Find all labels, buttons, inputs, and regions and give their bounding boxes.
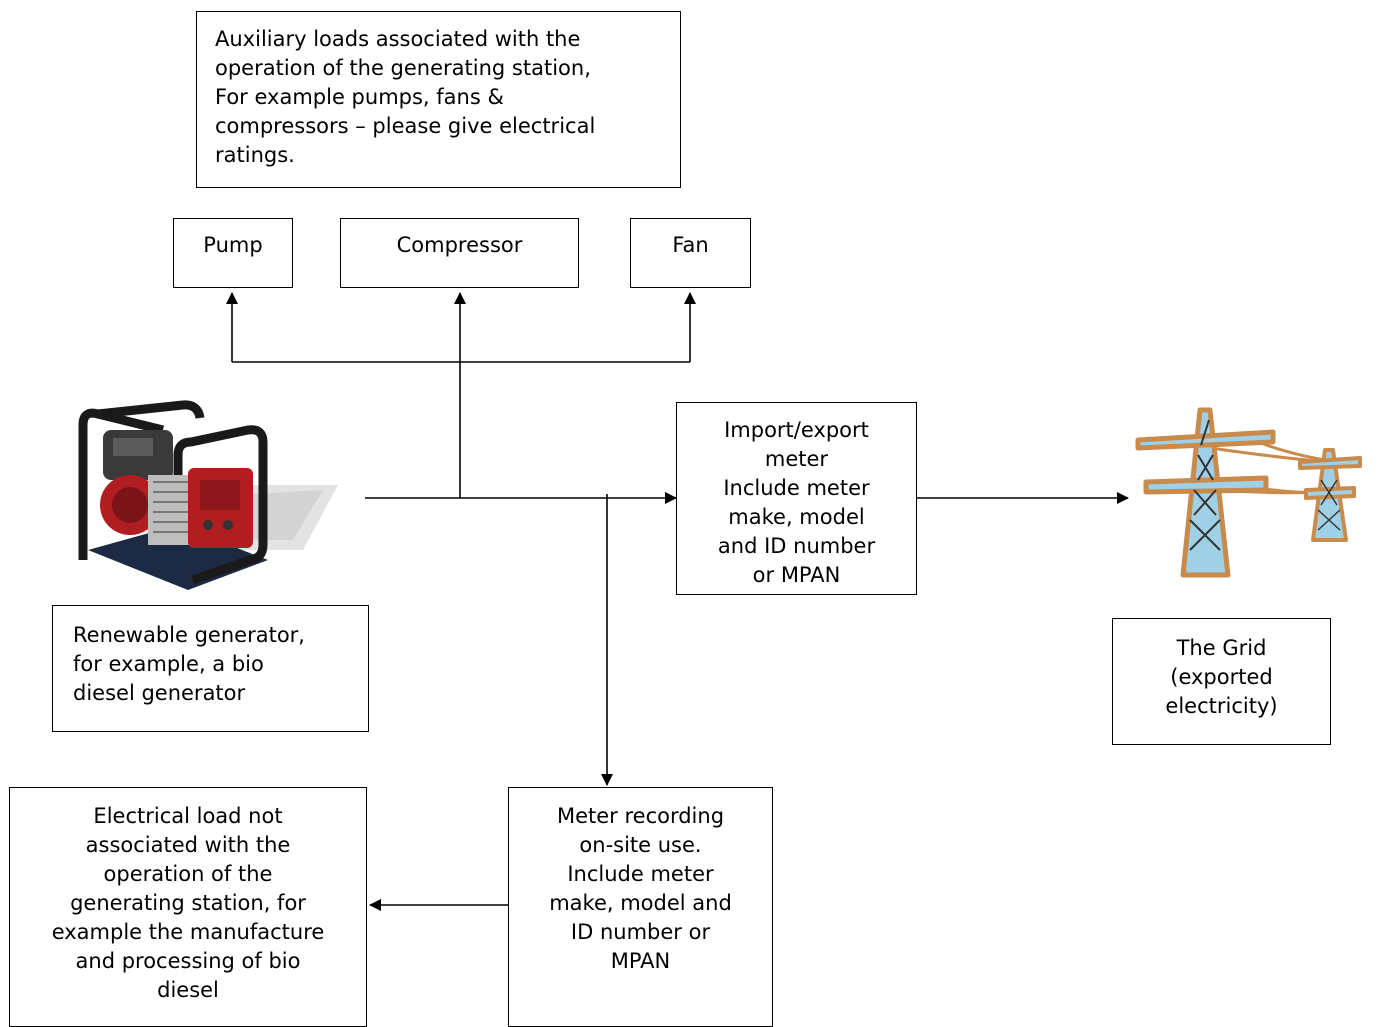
other-load-line-5: example the manufacture — [51, 920, 325, 944]
auxiliary-loads-box: Auxiliary loads associated with the oper… — [196, 11, 681, 188]
grid-box: The Grid (exported electricity) — [1112, 618, 1331, 745]
compressor-box: Compressor — [340, 218, 579, 288]
ie-meter-line-1: Import/export — [724, 418, 869, 442]
grid-line-1: The Grid — [1176, 636, 1267, 660]
other-load-line-3: operation of the — [103, 862, 273, 886]
ie-meter-line-2: meter — [764, 447, 829, 471]
onsite-meter-line-6: MPAN — [610, 949, 671, 973]
grid-line-2: (exported — [1170, 665, 1273, 689]
onsite-meter-line-5: ID number or — [570, 920, 711, 944]
onsite-meter-line-3: Include meter — [567, 862, 714, 886]
generator-icon — [78, 400, 338, 590]
other-load-line-7: diesel — [157, 978, 219, 1002]
onsite-meter-line-4: make, model and — [549, 891, 732, 915]
ie-meter-line-3: Include meter — [723, 476, 870, 500]
fan-label: Fan — [672, 233, 709, 257]
onsite-meter-box: Meter recording on-site use. Include met… — [508, 787, 773, 1027]
power-tower-icon — [1135, 407, 1362, 578]
generator-box: Renewable generator, for example, a bio … — [52, 605, 369, 732]
ie-meter-line-5: and ID number — [717, 534, 876, 558]
other-load-line-2: associated with the — [85, 833, 291, 857]
aux-line-3: For example pumps, fans & — [215, 85, 504, 109]
aux-line-1: Auxiliary loads associated with the — [215, 27, 581, 51]
aux-line-4: compressors – please give electrical — [215, 114, 596, 138]
ie-meter-line-6: or MPAN — [752, 563, 841, 587]
fan-box: Fan — [630, 218, 751, 288]
pump-label: Pump — [203, 233, 263, 257]
aux-line-5: ratings. — [215, 143, 295, 167]
grid-line-3: electricity) — [1165, 694, 1278, 718]
generator-line-3: diesel generator — [73, 681, 246, 705]
generator-line-1: Renewable generator, — [73, 623, 305, 647]
onsite-meter-line-1: Meter recording — [556, 804, 725, 828]
pump-box: Pump — [173, 218, 293, 288]
other-load-box: Electrical load not associated with the … — [9, 787, 367, 1027]
generator-line-2: for example, a bio — [73, 652, 264, 676]
other-load-line-1: Electrical load not — [93, 804, 283, 828]
import-export-meter-box: Import/export meter Include meter make, … — [676, 402, 917, 595]
other-load-line-6: and processing of bio — [75, 949, 301, 973]
compressor-label: Compressor — [396, 233, 523, 257]
other-load-line-4: generating station, for — [70, 891, 306, 915]
aux-line-2: operation of the generating station, — [215, 56, 591, 80]
onsite-meter-line-2: on-site use. — [579, 833, 702, 857]
ie-meter-line-4: make, model — [728, 505, 865, 529]
